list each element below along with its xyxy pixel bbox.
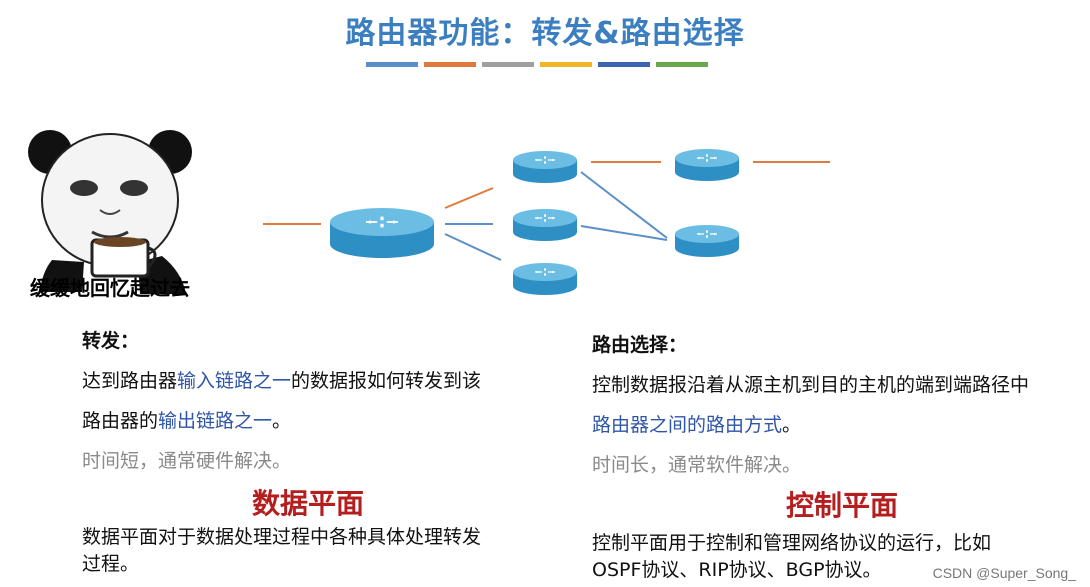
network-diagram — [255, 130, 845, 310]
link-line — [445, 188, 493, 208]
text-span: 。 — [782, 414, 801, 436]
text-span: 的数据报如何转发到该 — [291, 370, 481, 392]
forwarding-line2: 路由器的输出链路之一。 — [82, 406, 481, 433]
meme-caption: 缓缓地回忆起过去 — [18, 272, 202, 301]
router-icon — [513, 209, 577, 241]
text-span: 。 — [272, 410, 291, 432]
divider-bar — [482, 62, 534, 67]
divider-bar — [540, 62, 592, 67]
desc-line: 控制平面用于控制和管理网络协议的运行，比如 — [592, 530, 991, 557]
forwarding-note: 时间短，通常硬件解决。 — [82, 446, 481, 473]
color-divider — [366, 62, 708, 67]
router-icon — [675, 225, 739, 257]
watermark: CSDN @Super_Song_ — [933, 565, 1076, 581]
divider-bar — [366, 62, 418, 67]
router-icon — [513, 151, 577, 183]
divider-bar — [656, 62, 708, 67]
forwarding-section: 转发： 达到路由器输入链路之一的数据报如何转发到该 路由器的输出链路之一。 时间… — [82, 326, 481, 473]
control-plane-desc: 控制平面用于控制和管理网络协议的运行，比如 OSPF协议、RIP协议、BGP协议… — [592, 530, 991, 584]
highlight-text: 路由器之间的路由方式 — [592, 414, 782, 436]
routing-line2: 路由器之间的路由方式。 — [592, 410, 1029, 437]
routing-note: 时间长，通常软件解决。 — [592, 450, 1029, 477]
data-plane-desc: 数据平面对于数据处理过程中各种具体处理转发 过程。 — [82, 524, 481, 578]
routing-section: 路由选择： 控制数据报沿着从源主机到目的主机的端到端路径中 路由器之间的路由方式… — [592, 330, 1029, 477]
router-icon — [675, 149, 739, 181]
divider-bar — [424, 62, 476, 67]
divider-bar — [598, 62, 650, 67]
data-plane-title: 数据平面 — [222, 482, 394, 522]
text-span: 达到路由器 — [82, 370, 177, 392]
forwarding-line1: 达到路由器输入链路之一的数据报如何转发到该 — [82, 366, 481, 393]
page-title: 路由器功能：转发&路由选择 — [0, 8, 1090, 52]
text-span: 路由器的 — [82, 410, 158, 432]
forwarding-heading: 转发： — [82, 326, 481, 353]
desc-line: 数据平面对于数据处理过程中各种具体处理转发 — [82, 524, 481, 551]
link-line — [445, 234, 501, 260]
routing-heading: 路由选择： — [592, 330, 1029, 357]
control-plane-title: 控制平面 — [756, 484, 928, 524]
highlight-text: 输入链路之一 — [177, 370, 291, 392]
desc-line: 过程。 — [82, 551, 481, 578]
desc-line: OSPF协议、RIP协议、BGP协议。 — [592, 557, 991, 584]
routing-line1: 控制数据报沿着从源主机到目的主机的端到端路径中 — [592, 370, 1029, 397]
router-icon — [330, 208, 434, 258]
highlight-text: 输出链路之一 — [158, 410, 272, 432]
router-icon — [513, 263, 577, 295]
